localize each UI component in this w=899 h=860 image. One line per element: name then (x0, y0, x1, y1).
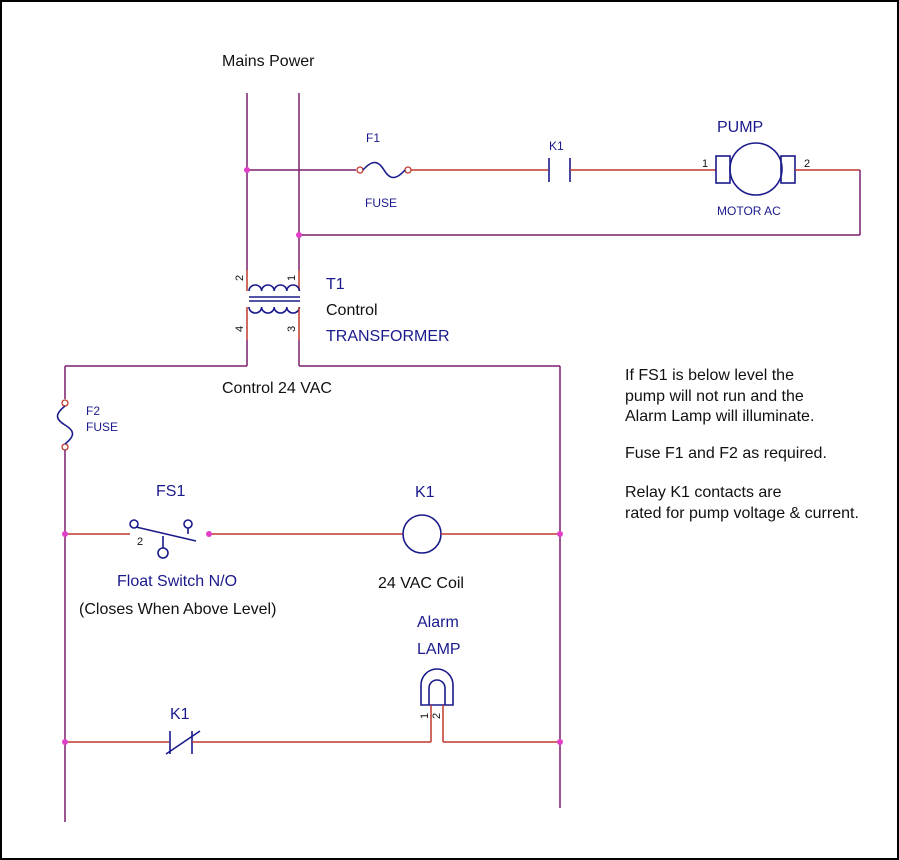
label-fs-pin2: 2 (137, 536, 143, 548)
label-float-switch: Float Switch N/O (117, 573, 237, 590)
label-t1: T1 (326, 276, 345, 293)
transformer-t1-symbol (246, 270, 301, 340)
junction-rung1-left (62, 531, 68, 537)
label-pump-pin1: 1 (702, 158, 708, 170)
label-pump-pin2: 2 (804, 158, 810, 170)
junction-mains-left (244, 167, 250, 173)
note-1-line-2: pump will not run and the (625, 388, 804, 405)
junction-rung2-right (557, 739, 563, 745)
label-k1-nc: K1 (170, 706, 190, 723)
label-f2: F2 (86, 404, 100, 418)
note-1-line-3: Alarm Lamp will illuminate. (625, 408, 814, 425)
junction-mains-right (296, 232, 302, 238)
fuse-f1-symbol (356, 161, 412, 179)
label-t-pin2: 2 (234, 275, 246, 281)
label-lamp-pin1: 1 (419, 713, 431, 719)
label-alarm: Alarm (417, 614, 459, 631)
note-1-line-1: If FS1 is below level the (625, 367, 794, 384)
label-control: Control (326, 302, 378, 319)
label-lamp: LAMP (417, 641, 461, 658)
label-control-24vac: Control 24 VAC (222, 380, 332, 397)
note-2: Fuse F1 and F2 as required. (625, 445, 827, 462)
label-lamp-pin2: 2 (431, 713, 443, 719)
label-t-pin1: 1 (286, 275, 298, 281)
k1-no-contact-symbol (548, 158, 571, 182)
alarm-lamp-symbol (420, 668, 454, 742)
label-transformer: TRANSFORMER (326, 328, 450, 345)
label-f2-fuse: FUSE (86, 420, 118, 434)
k1-coil-symbol (402, 514, 442, 554)
junction-fs1-out (206, 531, 212, 537)
label-t-pin4: 4 (234, 326, 246, 332)
pump-motor-symbol (715, 142, 796, 196)
label-f1-fuse: FUSE (365, 196, 397, 210)
label-t-pin3: 3 (286, 326, 298, 332)
label-mains-power: Mains Power (222, 53, 315, 70)
label-fs1: FS1 (156, 483, 185, 500)
label-closes-when: (Closes When Above Level) (79, 601, 276, 618)
label-pump: PUMP (717, 119, 763, 136)
note-3-line-1: Relay K1 contacts are (625, 484, 782, 501)
label-k1-coil: K1 (415, 484, 435, 501)
junction-rung2-left (62, 739, 68, 745)
note-3-line-2: rated for pump voltage & current. (625, 505, 859, 522)
fuse-f2-symbol (56, 399, 74, 451)
label-24vac-coil: 24 VAC Coil (378, 575, 464, 592)
notes-block: If FS1 is below level the pump will not … (625, 367, 859, 522)
label-motor-ac: MOTOR AC (717, 204, 781, 218)
float-switch-fs1-symbol (129, 519, 197, 559)
label-k1-contact: K1 (549, 139, 564, 153)
junction-rung1-right (557, 531, 563, 537)
label-f1: F1 (366, 131, 380, 145)
